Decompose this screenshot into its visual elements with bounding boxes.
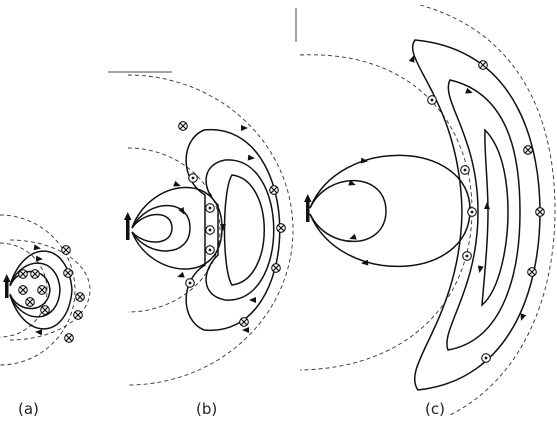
cross-icon <box>75 292 85 302</box>
cross-icon <box>73 310 83 320</box>
cross-icon <box>269 185 279 195</box>
field-loop-b-inner <box>223 174 265 286</box>
cross-icon <box>63 268 73 278</box>
field-loop-b-mid <box>205 159 275 301</box>
panel-label-b: (b) <box>196 400 218 418</box>
wavefront-b-outer <box>127 74 294 386</box>
panel-label-a: (a) <box>18 400 39 418</box>
panel-b <box>108 71 294 386</box>
dot-icon <box>460 165 470 175</box>
arrow-c-1 <box>360 157 369 165</box>
panel-label-c: (c) <box>425 400 445 418</box>
arrow-b-7 <box>249 297 256 303</box>
arrow-b-6 <box>247 154 256 162</box>
arrow-b-2 <box>176 271 185 280</box>
arrow-b-5 <box>242 327 249 333</box>
dot-icon <box>188 173 198 183</box>
dot-icon <box>185 278 195 288</box>
field-line-b-inner-3 <box>131 213 173 243</box>
dot-icon <box>462 251 472 261</box>
cross-icon <box>40 305 50 315</box>
cross-icon <box>478 60 488 70</box>
dot-icon <box>205 203 215 213</box>
arrow-a-1 <box>33 244 42 252</box>
field-loop-c-inner <box>481 128 509 307</box>
cross-icon <box>239 317 249 327</box>
arrow-c-9 <box>484 202 490 209</box>
cross-icon <box>64 333 74 343</box>
dipole-arrow-c <box>304 194 312 202</box>
dot-icon <box>205 225 215 235</box>
dipole-a <box>5 280 9 298</box>
cross-icon <box>271 263 281 273</box>
wavefront-a-outer <box>0 242 48 338</box>
field-line-c-inner-2 <box>309 179 387 243</box>
panel-c <box>295 4 556 416</box>
wavefront-c-outer <box>419 4 556 416</box>
dot-icon <box>427 95 437 105</box>
wavefront-b-inner <box>127 147 221 313</box>
cross-icon <box>61 245 71 255</box>
cross-icon <box>535 207 545 217</box>
field-line-b-inner-2 <box>131 204 191 252</box>
arrow-c-6 <box>476 265 484 274</box>
dot-icon <box>467 207 477 217</box>
dot-icon <box>481 353 491 363</box>
field-line-c-inner-1 <box>309 154 471 268</box>
cross-icon <box>523 145 533 155</box>
dot-icon <box>205 245 215 255</box>
field-line-a-2 <box>9 262 61 318</box>
cross-icon <box>30 269 40 279</box>
cross-icon <box>18 269 28 279</box>
dipole-arrow-b <box>124 212 132 220</box>
dipole-arrow-a <box>3 274 11 282</box>
arrow-a-2 <box>35 255 44 263</box>
dipole-b <box>126 218 130 240</box>
cross-icon <box>18 285 28 295</box>
cross-icon <box>178 121 188 131</box>
wavefront-a-inner <box>0 214 76 366</box>
arrow-a-3 <box>34 328 43 336</box>
field-loop-c-mid <box>446 79 521 351</box>
arrow-b-4 <box>241 125 248 131</box>
cross-icon <box>37 285 47 295</box>
wavefront-a-mid <box>9 239 91 341</box>
field-line-a-1 <box>9 250 73 330</box>
panel-a <box>0 214 91 366</box>
cross-icon <box>527 267 537 277</box>
cross-icon <box>25 297 35 307</box>
cross-icon <box>276 223 286 233</box>
field-loop-c-outer <box>411 39 541 391</box>
dipole-c <box>306 200 310 222</box>
